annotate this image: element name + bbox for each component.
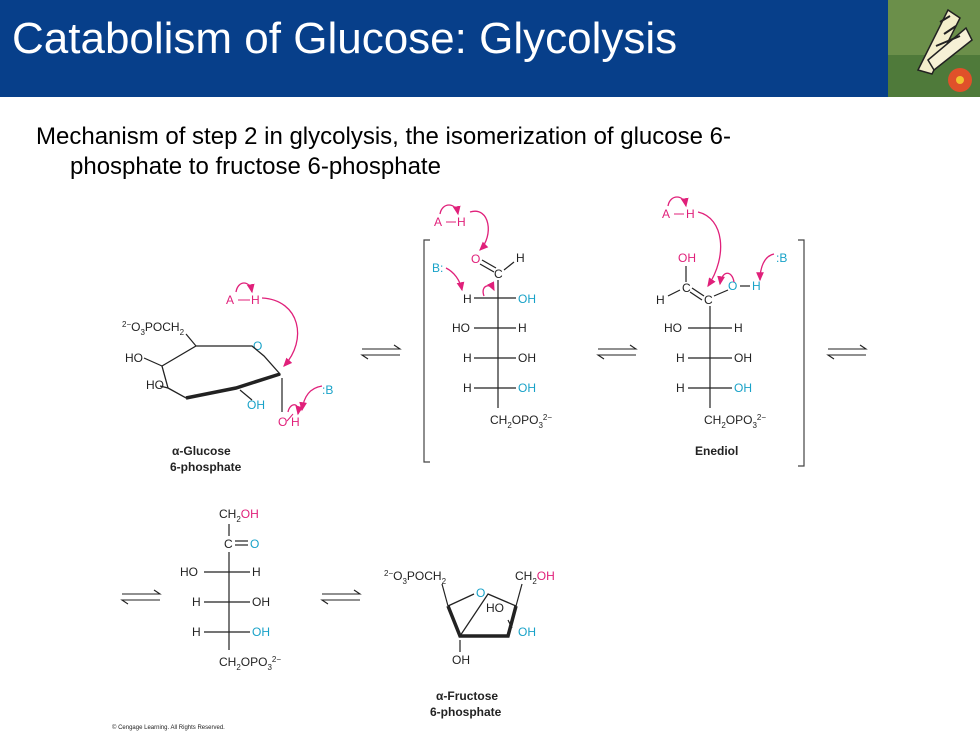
subtitle-line-1: Mechanism of step 2 in glycolysis, the i… <box>36 123 731 150</box>
svg-text:H: H <box>734 321 743 335</box>
equilibrium-arrow-2 <box>596 344 638 360</box>
enediol-label: Enediol <box>695 444 738 458</box>
svg-text:H: H <box>752 279 761 293</box>
glucose-label-2: 6-phosphate <box>170 460 242 474</box>
svg-text:OH: OH <box>518 351 536 365</box>
svg-text:HO: HO <box>486 601 504 615</box>
svg-text:C: C <box>704 293 713 307</box>
svg-text:CH2OPO32−: CH2OPO32− <box>219 655 281 672</box>
fructose-6-phosphate-structure: 2−O3POCH2 CH2OH O HO OH OH <box>384 569 555 667</box>
glucose-label-1: α-Glucose <box>172 444 231 458</box>
svg-text:H: H <box>463 292 472 306</box>
svg-text:CH2OH: CH2OH <box>219 507 259 524</box>
svg-text:OH: OH <box>518 625 536 639</box>
svg-text:H: H <box>251 293 260 307</box>
svg-text:H: H <box>516 251 525 265</box>
svg-text:H: H <box>291 415 300 429</box>
svg-text:CH2OPO32−: CH2OPO32− <box>704 413 766 430</box>
svg-text:OH: OH <box>247 398 265 412</box>
bracket-right <box>798 239 805 467</box>
svg-text:OH: OH <box>734 351 752 365</box>
svg-text:H: H <box>656 293 665 307</box>
svg-text:H: H <box>686 207 695 221</box>
svg-text:2−O3POCH2: 2−O3POCH2 <box>384 569 447 586</box>
title-bar: Catabolism of Glucose: Glycolysis <box>0 0 980 97</box>
svg-text:C: C <box>494 267 503 281</box>
svg-text:O: O <box>250 537 259 551</box>
svg-text:OH: OH <box>252 595 270 609</box>
slide-title: Catabolism of Glucose: Glycolysis <box>12 14 678 63</box>
svg-text:C: C <box>682 281 691 295</box>
copyright-notice: © Cengage Learning. All Rights Reserved. <box>112 725 225 731</box>
svg-text:HO: HO <box>146 378 164 392</box>
slide-subtitle: Mechanism of step 2 in glycolysis, the i… <box>36 122 936 182</box>
svg-text:O: O <box>728 279 737 293</box>
svg-text:A: A <box>434 215 442 229</box>
svg-text:B:: B: <box>432 261 443 275</box>
svg-text:O: O <box>471 252 480 266</box>
fructose-label-2: 6-phosphate <box>430 705 502 719</box>
svg-text:H: H <box>192 595 201 609</box>
bracket-left <box>423 239 430 463</box>
svg-text:O: O <box>253 339 262 353</box>
fructose-label-1: α-Fructose <box>436 689 498 703</box>
equilibrium-arrow-5 <box>320 589 362 605</box>
svg-text:HO: HO <box>452 321 470 335</box>
svg-text:OH: OH <box>678 251 696 265</box>
svg-text:OH: OH <box>518 381 536 395</box>
equilibrium-arrow-1 <box>360 344 402 360</box>
svg-text:OH: OH <box>252 625 270 639</box>
svg-text:H: H <box>192 625 201 639</box>
svg-text::B: :B <box>322 383 333 397</box>
svg-text::B: :B <box>776 251 787 265</box>
glucose-6-phosphate-structure: 2−O3POCH2 HO HO O OH O H A H :B <box>122 282 333 429</box>
svg-text:C: C <box>224 537 233 551</box>
svg-text:OH: OH <box>452 653 470 667</box>
svg-text:H: H <box>463 351 472 365</box>
svg-text:CH2OH: CH2OH <box>515 569 555 586</box>
butterfly-image <box>888 0 980 97</box>
svg-text:H: H <box>252 565 261 579</box>
svg-text:H: H <box>676 381 685 395</box>
svg-text:H: H <box>518 321 527 335</box>
svg-text:O: O <box>476 586 485 600</box>
equilibrium-arrow-4 <box>120 589 162 605</box>
svg-text:HO: HO <box>664 321 682 335</box>
svg-text:O: O <box>278 415 287 429</box>
svg-text:OH: OH <box>734 381 752 395</box>
svg-text:H: H <box>457 215 466 229</box>
svg-text:OH: OH <box>518 292 536 306</box>
svg-text:CH2OPO32−: CH2OPO32− <box>490 413 552 430</box>
equilibrium-arrow-3 <box>826 344 868 360</box>
svg-text:A: A <box>226 293 234 307</box>
svg-text:H: H <box>463 381 472 395</box>
subtitle-line-2: phosphate to fructose 6-phosphate <box>70 153 441 180</box>
svg-text:H: H <box>676 351 685 365</box>
svg-text:HO: HO <box>180 565 198 579</box>
svg-text:HO: HO <box>125 351 143 365</box>
svg-text:A: A <box>662 207 670 221</box>
svg-text:2−O3POCH2: 2−O3POCH2 <box>122 320 185 337</box>
